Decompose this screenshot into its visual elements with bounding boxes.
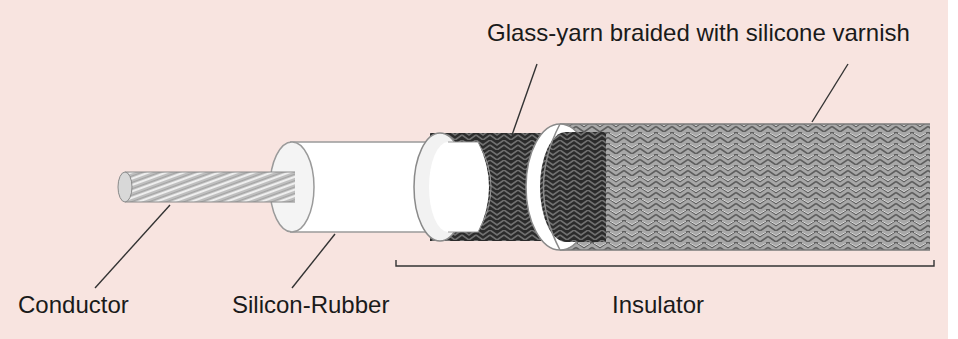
part-label: Silicon-Rubber <box>232 292 389 318</box>
page-margin <box>948 0 958 339</box>
part-label: Conductor <box>18 292 129 318</box>
conductor <box>118 172 295 202</box>
insulator-bracket <box>396 260 934 266</box>
part-label: Glass-yarn braided with silicone varnish <box>487 20 910 46</box>
outer-braid <box>560 124 930 250</box>
part-label: Insulator <box>612 292 704 318</box>
leader-lines <box>95 64 848 288</box>
